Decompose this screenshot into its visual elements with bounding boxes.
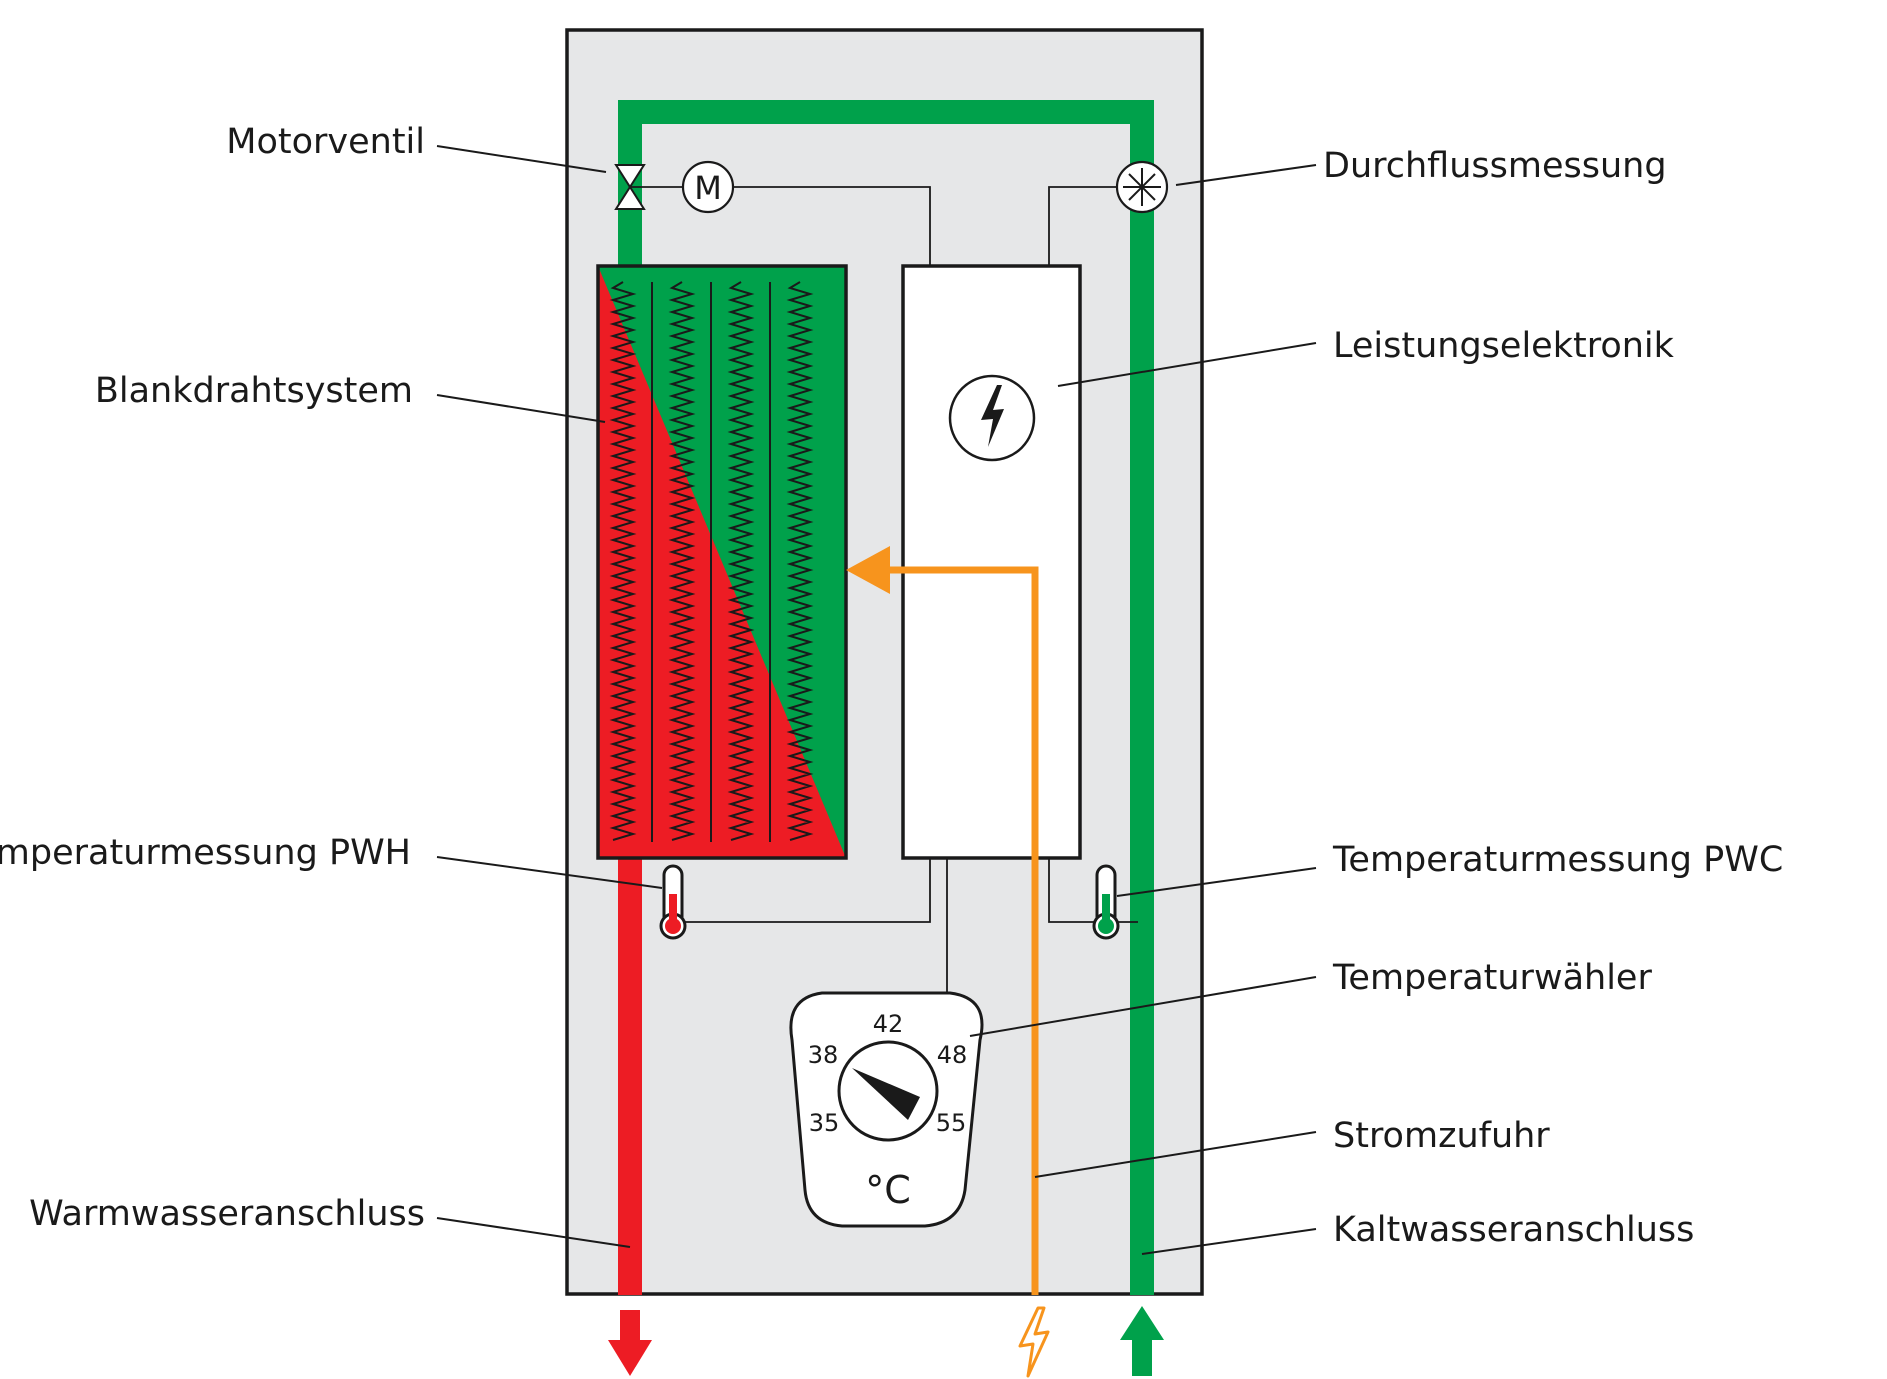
leader-warmwasseranschluss — [436, 1217, 631, 1248]
leader-durchflussmessung — [1175, 164, 1317, 186]
power-lightning-icon — [1018, 1306, 1050, 1378]
leader-kaltwasseranschluss — [1141, 1228, 1317, 1255]
power-arrow-head — [846, 546, 890, 594]
label-temperaturmessung-pwc: Temperaturmessung PWC — [1332, 840, 1783, 880]
label-warmwasseranschluss: Warmwasseranschluss — [29, 1194, 425, 1234]
thermometer-icon — [659, 864, 687, 940]
thermometer-icon — [1092, 864, 1120, 940]
dial-tick-48: 48 — [937, 1041, 968, 1069]
label-temperaturwaehler: Temperaturwähler — [1332, 958, 1652, 998]
temperature-selector[interactable]: 35 38 42 48 55 °C — [789, 991, 984, 1228]
leader-stromzufuhr — [1034, 1131, 1317, 1178]
dial-unit: °C — [865, 1168, 911, 1212]
label-leistungselektronik: Leistungselektronik — [1333, 326, 1675, 366]
heating-element — [596, 264, 848, 860]
coil-winding — [727, 281, 755, 841]
label-durchflussmessung: Durchflussmessung — [1323, 146, 1667, 186]
lightning-icon — [948, 374, 1036, 462]
leader-leistungselektronik — [1057, 342, 1317, 387]
power-electronics-box — [901, 264, 1082, 860]
motor-icon: M — [681, 160, 735, 214]
label-stromzufuhr: Stromzufuhr — [1333, 1116, 1550, 1156]
label-blankdrahtsystem: Blankdrahtsystem — [95, 371, 413, 411]
flow-meter-icon — [1115, 160, 1169, 214]
dial-tick-35: 35 — [809, 1109, 840, 1137]
leader-temperaturwaehler — [969, 976, 1317, 1037]
dial-tick-55: 55 — [936, 1109, 967, 1137]
leader-motorventil — [436, 145, 607, 173]
motor-wire — [734, 186, 931, 266]
dial-pointer — [852, 1068, 920, 1120]
arrow-up-icon — [1120, 1306, 1164, 1376]
label-motorventil: Motorventil — [226, 122, 425, 162]
dial-tick-42: 42 — [873, 1010, 904, 1038]
heating-coils — [609, 281, 814, 842]
coil-winding — [609, 281, 637, 841]
leader-blankdrahtsystem — [436, 394, 606, 423]
coil-winding — [668, 281, 696, 841]
pwh-sensor-wire — [673, 858, 931, 923]
motor-symbol: M — [694, 169, 722, 207]
coil-winding — [786, 281, 814, 841]
label-temperaturmessung-pwh: Temperaturmessung PWH — [0, 833, 411, 873]
valve-icon — [614, 164, 646, 210]
power-supply-line — [888, 566, 1039, 1295]
leader-temperaturmessung-pwh — [436, 856, 663, 889]
label-kaltwasseranschluss: Kaltwasseranschluss — [1333, 1210, 1694, 1250]
arrow-down-icon — [608, 1310, 652, 1376]
dial-tick-38: 38 — [808, 1041, 839, 1069]
leader-temperaturmessung-pwc — [1116, 867, 1317, 897]
flow-meter-wire — [1048, 186, 1120, 266]
